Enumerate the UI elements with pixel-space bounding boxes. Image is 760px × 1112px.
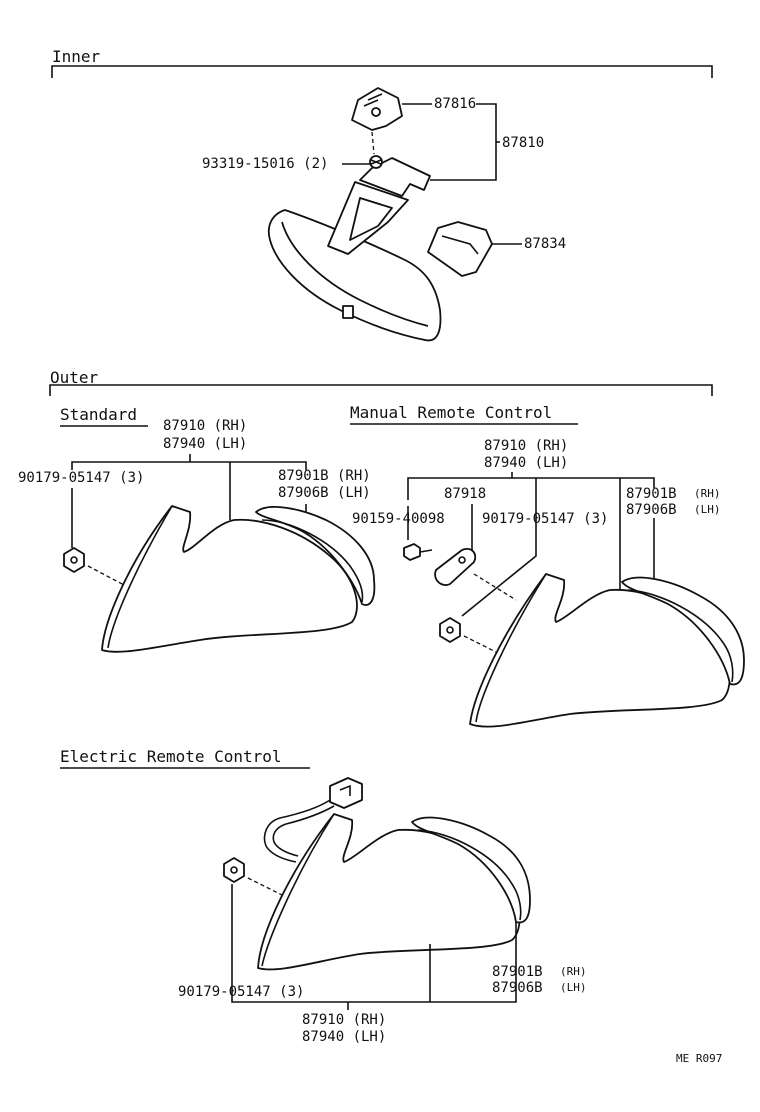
manual-knob-87918	[434, 548, 477, 586]
footer-code: ME R097	[676, 1052, 722, 1065]
standard-title: Standard	[60, 405, 137, 424]
outer-section-title: Outer	[50, 368, 99, 387]
standard-label-87910: 87910 (RH)	[163, 418, 247, 434]
manual-label-87901-side: (RH)	[694, 487, 721, 500]
electric-connector	[329, 777, 363, 809]
standard-label-90179: 90179-05147 (3)	[18, 470, 144, 486]
outer-section-bracket	[49, 384, 713, 396]
inner-clip-slot	[363, 93, 383, 107]
inner-mirror-tab	[342, 305, 354, 319]
electric-nut-dash	[247, 877, 285, 897]
inner-clip-hole	[371, 107, 381, 117]
manual-mirror-glass-rim	[627, 589, 734, 683]
manual-label-87906: 87906B	[626, 502, 677, 518]
manual-nut	[439, 617, 461, 643]
manual-label-87901: 87901B	[626, 486, 677, 502]
electric-nut	[223, 857, 245, 883]
electric-mirror-glass	[411, 816, 531, 924]
manual-knob-dash	[473, 573, 517, 601]
standard-nut-hole	[70, 556, 78, 564]
manual-nut-hole	[446, 626, 454, 634]
standard-mirror-glass-rim	[261, 519, 364, 603]
manual-screw-shank	[419, 549, 433, 553]
inner-cover-87834	[427, 221, 493, 277]
manual-leader-90179	[461, 478, 537, 617]
manual-group: Manual Remote Control 87910 (RH) 87940 (…	[350, 403, 745, 728]
electric-mirror-edge	[261, 813, 335, 967]
manual-nut-dash	[463, 635, 501, 655]
inner-cover-inner	[441, 235, 479, 255]
label-87834: 87834	[524, 236, 566, 252]
electric-mirror-glass-rim	[417, 829, 522, 921]
inner-mirror-rim	[281, 221, 429, 327]
electric-leader-bracket	[231, 884, 517, 1003]
inner-screw-thread	[370, 159, 382, 165]
electric-label-87910: 87910 (RH)	[302, 1012, 386, 1028]
standard-nut	[63, 547, 85, 573]
label-93319: 93319-15016 (2)	[202, 156, 328, 172]
manual-label-87906-side: (LH)	[694, 503, 721, 516]
standard-label-87906: 87906B (LH)	[278, 485, 371, 501]
manual-label-90159: 90159-40098	[352, 511, 445, 527]
electric-nut-hole	[230, 866, 238, 874]
inner-section: Inner 87816 87810 93319-15016 (2) 87834	[51, 47, 713, 342]
label-87810: 87810	[502, 135, 544, 151]
electric-label-87906-side: (LH)	[560, 981, 587, 994]
electric-label-87901: 87901B	[492, 964, 543, 980]
manual-knob-hole	[458, 556, 466, 564]
electric-harness-wire	[263, 799, 335, 863]
electric-label-90179: 90179-05147 (3)	[178, 984, 304, 1000]
label-87816: 87816	[434, 96, 476, 112]
standard-nut-dash	[87, 565, 127, 587]
manual-label-87918: 87918	[444, 486, 486, 502]
manual-label-87910: 87910 (RH)	[484, 438, 568, 454]
inner-screw-dashline	[371, 131, 375, 155]
manual-mirror-edge	[475, 573, 547, 723]
electric-label-87906: 87906B	[492, 980, 543, 996]
standard-mirror-edge	[107, 505, 173, 649]
standard-leader-bracket	[71, 461, 307, 470]
electric-group: Electric Remote Control 90179-05147 (3) …	[60, 747, 587, 1045]
inner-mirror-stay-window	[349, 197, 393, 241]
manual-title: Manual Remote Control	[350, 403, 552, 422]
inner-section-title: Inner	[52, 47, 101, 66]
electric-label-87940: 87940 (LH)	[302, 1029, 386, 1045]
outer-section: Outer	[49, 368, 713, 396]
manual-label-90179: 90179-05147 (3)	[482, 511, 608, 527]
standard-label-87940: 87940 (LH)	[163, 436, 247, 452]
standard-group: Standard 87910 (RH) 87940 (LH) 90179-051…	[18, 405, 376, 653]
leader-87810	[430, 103, 497, 181]
manual-label-87940: 87940 (LH)	[484, 455, 568, 471]
standard-label-87901: 87901B (RH)	[278, 468, 371, 484]
manual-mirror-glass	[621, 576, 745, 686]
electric-title: Electric Remote Control	[60, 747, 282, 766]
manual-leader-bracket	[407, 477, 655, 500]
inner-section-bracket	[51, 65, 713, 78]
manual-screw-90159	[403, 543, 421, 561]
electric-label-87901-side: (RH)	[560, 965, 587, 978]
electric-connector-pin	[339, 784, 351, 796]
